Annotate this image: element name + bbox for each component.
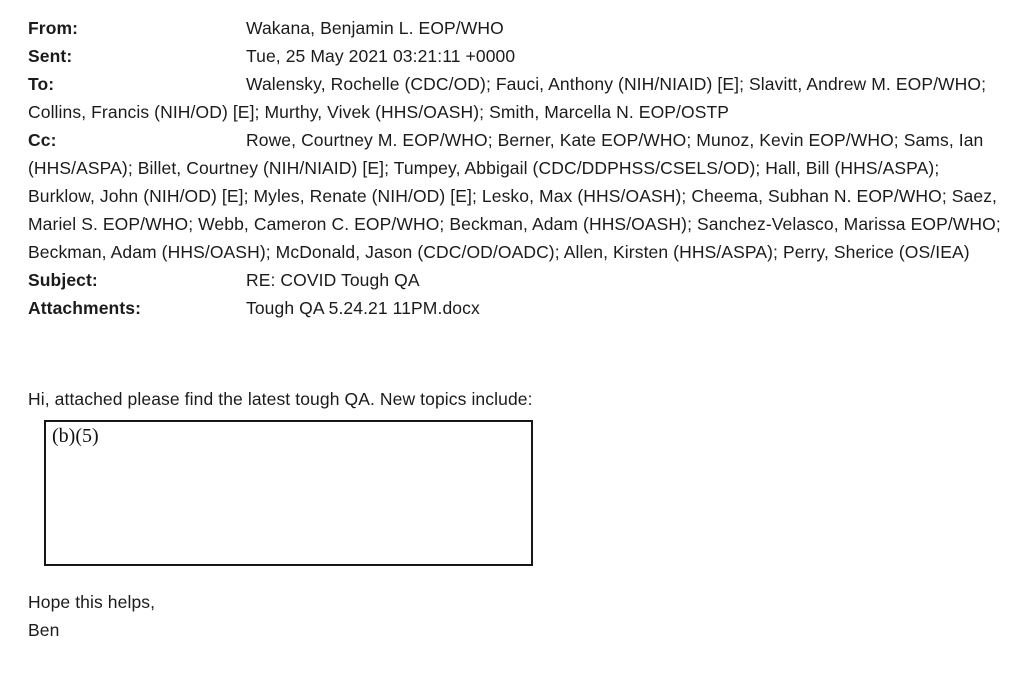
redaction-code-label: (b)(5): [52, 425, 99, 447]
header-label-cc: Cc:: [28, 130, 57, 150]
redaction-box: (b)(5): [44, 420, 533, 566]
header-row-to: To:Walensky, Rochelle (CDC/OD); Fauci, A…: [28, 70, 1004, 126]
header-value-from: Wakana, Benjamin L. EOP/WHO: [246, 18, 504, 38]
header-value-to: Walensky, Rochelle (CDC/OD); Fauci, Anth…: [28, 74, 987, 122]
body-closing: Hope this helps,: [28, 592, 156, 612]
header-row-attachments: Attachments: Tough QA 5.24.21 11PM.docx: [28, 294, 1004, 322]
header-value-sent: Tue, 25 May 2021 03:21:11 +0000: [246, 46, 516, 66]
header-row-subject: Subject: RE: COVID Tough QA: [28, 266, 1004, 294]
header-label-to: To:: [28, 74, 55, 94]
header-label-attachments: Attachments:: [28, 298, 142, 318]
header-value-attachments: Tough QA 5.24.21 11PM.docx: [246, 298, 480, 318]
header-value-cc: Rowe, Courtney M. EOP/WHO; Berner, Kate …: [28, 130, 1001, 262]
body-greeting: Hi, attached please find the latest toug…: [28, 389, 533, 409]
body-signature: Ben: [28, 620, 60, 640]
header-label-subject: Subject:: [28, 270, 98, 290]
email-header-block: From: Wakana, Benjamin L. EOP/WHO Sent: Tu…: [28, 14, 1004, 322]
header-row-sent: Sent: Tue, 25 May 2021 03:21:11 +0000: [28, 42, 1004, 70]
header-row-from: From: Wakana, Benjamin L. EOP/WHO: [28, 14, 1004, 42]
header-value-subject: RE: COVID Tough QA: [246, 270, 420, 290]
header-row-cc: Cc:Rowe, Courtney M. EOP/WHO; Berner, Ka…: [28, 126, 1004, 266]
header-label-sent: Sent:: [28, 46, 73, 66]
header-label-from: From:: [28, 18, 79, 38]
